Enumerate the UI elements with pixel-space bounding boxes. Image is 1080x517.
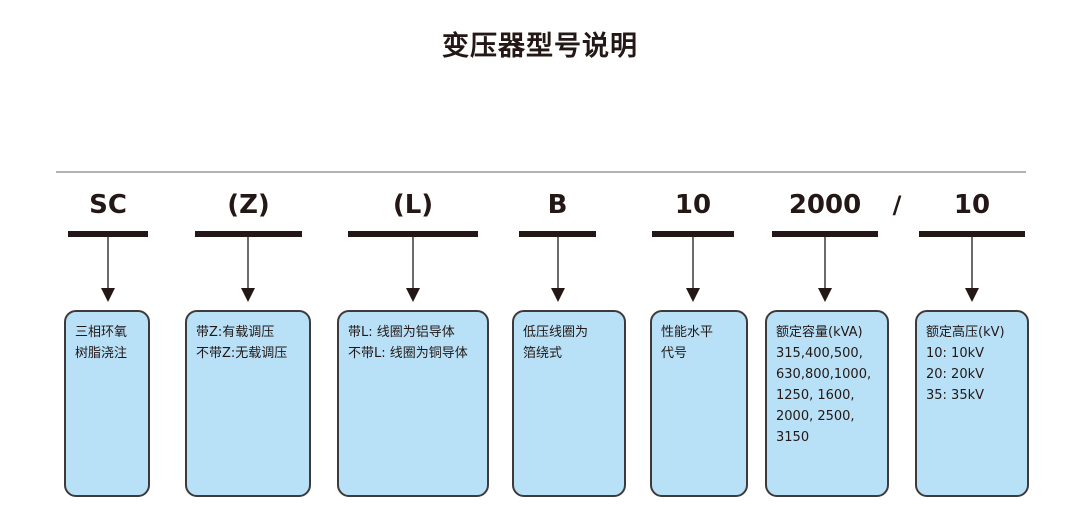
description-line: 带L: 线圈为铝导体 xyxy=(348,325,455,340)
description-line: 三相环氧 xyxy=(75,325,128,340)
arrow-head-3 xyxy=(406,288,420,302)
description-line: 630,800,1000, xyxy=(776,367,872,382)
description-box-4: 低压线圈为 箔绕式 xyxy=(512,310,626,497)
code-label-2: (Z) xyxy=(227,190,270,220)
code-underline-5 xyxy=(652,231,734,237)
description-line: 1250, 1600, xyxy=(776,388,855,403)
description-line: 35: 35kV xyxy=(926,388,985,403)
description-line: 不带Z:无载调压 xyxy=(196,346,288,361)
code-underline-2 xyxy=(195,231,302,237)
code-label-4: B xyxy=(547,190,568,220)
code-label-1: SC xyxy=(89,190,127,220)
horizontal-divider xyxy=(56,171,1026,173)
description-line: 10: 10kV xyxy=(926,346,985,361)
description-line: 低压线圈为 xyxy=(523,325,589,340)
arrow-line-7 xyxy=(971,237,973,293)
description-line: 不带L: 线圈为铜导体 xyxy=(348,346,468,361)
description-box-2: 带Z:有载调压 不带Z:无载调压 xyxy=(185,310,311,497)
arrow-head-6 xyxy=(818,288,832,302)
arrow-line-5 xyxy=(692,237,694,293)
code-underline-3 xyxy=(348,231,478,237)
description-box-7: 额定高压(kV) 10: 10kV 20: 20kV 35: 35kV xyxy=(915,310,1029,497)
description-line: 额定容量(kVA) xyxy=(776,325,863,340)
code-underline-7 xyxy=(919,231,1025,237)
description-box-1: 三相环氧 树脂浇注 xyxy=(64,310,150,497)
slash-separator: / xyxy=(892,191,902,219)
description-box-6: 额定容量(kVA) 315,400,500, 630,800,1000, 125… xyxy=(765,310,889,497)
code-underline-4 xyxy=(519,231,596,237)
arrow-line-3 xyxy=(412,237,414,293)
description-line: 2000, 2500, xyxy=(776,409,855,424)
description-line: 树脂浇注 xyxy=(75,346,128,361)
arrow-line-1 xyxy=(107,237,109,293)
arrow-line-2 xyxy=(247,237,249,293)
code-label-3: (L) xyxy=(392,190,434,220)
arrow-head-1 xyxy=(101,288,115,302)
arrow-line-4 xyxy=(557,237,559,293)
code-underline-1 xyxy=(68,231,148,237)
description-line: 315,400,500, xyxy=(776,346,863,361)
description-line: 代号 xyxy=(661,346,688,361)
description-line: 箔绕式 xyxy=(523,346,563,361)
code-label-6: 2000 xyxy=(788,190,862,220)
code-label-5: 10 xyxy=(674,190,712,220)
description-line: 性能水平 xyxy=(661,325,714,340)
description-line: 带Z:有载调压 xyxy=(196,325,275,340)
description-box-5: 性能水平 代号 xyxy=(650,310,748,497)
page-title: 变压器型号说明 xyxy=(442,31,638,62)
description-box-3: 带L: 线圈为铝导体 不带L: 线圈为铜导体 xyxy=(337,310,489,497)
code-label-7: 10 xyxy=(953,190,991,220)
arrow-head-2 xyxy=(241,288,255,302)
description-line: 20: 20kV xyxy=(926,367,985,382)
description-line: 3150 xyxy=(776,430,810,445)
arrow-head-5 xyxy=(686,288,700,302)
arrow-line-6 xyxy=(824,237,826,293)
description-line: 额定高压(kV) xyxy=(926,325,1005,340)
arrow-head-7 xyxy=(965,288,979,302)
code-underline-6 xyxy=(772,231,878,237)
arrow-head-4 xyxy=(551,288,565,302)
